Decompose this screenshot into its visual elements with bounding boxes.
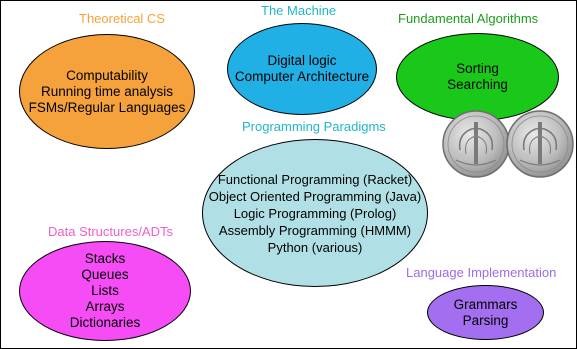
language-implementation-ellipse: Grammars Parsing <box>427 285 544 340</box>
language-item: Grammars <box>453 296 518 312</box>
theoretical-cs-ellipse: Computability Running time analysis FSMs… <box>19 34 195 149</box>
the-machine-ellipse: Digital logic Computer Architecture <box>227 23 377 115</box>
datastructure-item: Dictionaries <box>69 315 141 330</box>
paradigm-item: Functional Programming (Racket) <box>217 171 413 187</box>
language-item: Parsing <box>462 312 509 328</box>
language-implementation-label: Language Implementation <box>406 265 557 280</box>
programming-paradigms-label: Programming Paradigms <box>242 119 386 134</box>
theoretical-item: FSMs/Regular Languages <box>28 99 186 115</box>
dime-coin-icon <box>506 110 574 178</box>
paradigm-item: Object Oriented Programming (Java) <box>208 188 422 204</box>
datastructure-item: Arrays <box>85 299 125 314</box>
fundamental-algorithms-label: Fundamental Algorithms <box>398 11 539 26</box>
datastructure-item: Lists <box>91 283 119 298</box>
paradigm-item: Logic Programming (Prolog) <box>233 205 397 221</box>
paradigm-item: Assembly Programming (HMMM) <box>218 222 412 238</box>
theoretical-cs-label: Theoretical CS <box>79 11 165 26</box>
machine-item: Computer Architecture <box>234 69 370 84</box>
dime-coins-image <box>442 110 574 178</box>
data-structures-label: Data Structures/ADTs <box>48 224 173 239</box>
machine-item: Digital logic <box>267 53 337 68</box>
fundamental-algorithms-ellipse: Sorting Searching <box>396 33 559 121</box>
theoretical-item: Computability <box>66 67 148 83</box>
theoretical-item: Running time analysis <box>40 83 174 99</box>
programming-paradigms-ellipse: Functional Programming (Racket) Object O… <box>202 139 428 287</box>
paradigm-item: Python (various) <box>267 239 363 255</box>
datastructure-item: Stacks <box>84 251 126 266</box>
datastructure-item: Queues <box>81 267 129 282</box>
data-structures-ellipse: Stacks Queues Lists Arrays Dictionaries <box>19 241 191 341</box>
the-machine-label: The Machine <box>261 3 337 18</box>
algorithms-item: Sorting <box>456 61 499 76</box>
algorithms-item: Searching <box>447 77 508 92</box>
dime-coin-icon <box>442 110 510 178</box>
